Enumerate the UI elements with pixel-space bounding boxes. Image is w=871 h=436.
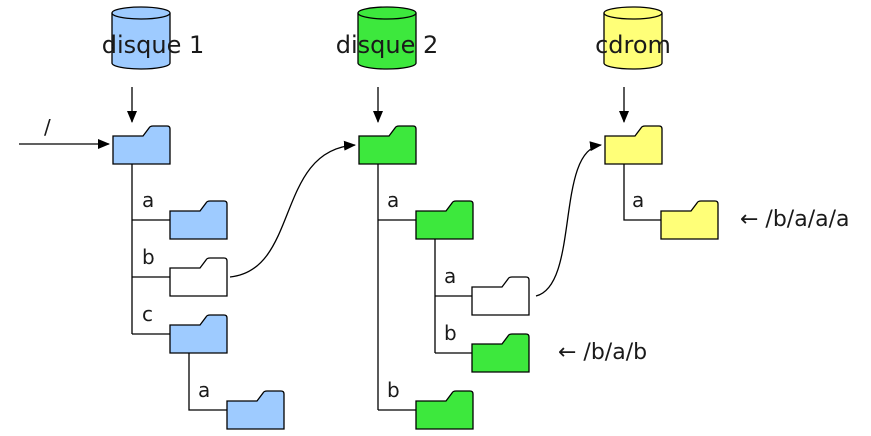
folder-icon-d2-a: [415, 200, 474, 240]
edge-label-d3-a: a: [632, 188, 644, 212]
tree-lines: [131, 164, 661, 411]
edge-label-d2-a-a: a: [444, 264, 456, 288]
tree-lines-disk1: [131, 164, 170, 335]
folders: [112, 125, 719, 430]
tree-lines-disk2: [377, 164, 416, 411]
edge-label-d2-a: a: [387, 188, 399, 212]
arrow-mount-cdrom: [535, 141, 602, 297]
edge-label-d1-c: c: [142, 302, 153, 326]
path-label-b-a-a-a: ← /b/a/a/a: [740, 207, 849, 232]
path-label-b-a-b: ← /b/a/b: [558, 340, 647, 365]
folder-icon-d2-b: [415, 390, 474, 430]
disk-label-disque-1: disque 1: [102, 31, 205, 59]
edge-label-d2-a-b: b: [444, 321, 457, 345]
folder-icon-d1-c: [169, 314, 228, 354]
tree-lines-disk1-c: [188, 353, 227, 411]
folder-icon-d1-a: [169, 200, 228, 240]
folder-icon-d2-a-b: [471, 333, 530, 373]
edge-label-d1-b: b: [142, 245, 155, 269]
tree-lines-cdrom: [623, 164, 661, 221]
disks: [111, 6, 663, 70]
arrows: [19, 87, 629, 297]
cylinder-icon-d3: [603, 6, 663, 70]
cylinder-icon-d2: [357, 6, 417, 70]
folder-icon-d1-b: [169, 257, 228, 297]
folder-icon-d3-root: [604, 125, 663, 165]
tree-lines-disk2-a: [434, 239, 472, 354]
edge-label-d2-b: b: [387, 378, 400, 402]
folder-icon-d3-a: [660, 200, 719, 240]
edge-label-d1-c-a: a: [198, 378, 210, 402]
folder-icon-d1-root: [112, 125, 171, 165]
disk-label-cdrom: cdrom: [595, 31, 671, 59]
disk-label-disque-2: disque 2: [336, 31, 439, 59]
folder-icon-d1-c-a: [226, 390, 285, 430]
edge-label-d1-a: a: [142, 188, 154, 212]
arrow-mount-disk2: [229, 140, 356, 278]
cylinder-icon-d1: [111, 6, 171, 70]
folder-icon-d2-root: [358, 125, 417, 165]
root-label: /: [44, 115, 51, 139]
folder-icon-d2-a-a: [471, 276, 530, 316]
